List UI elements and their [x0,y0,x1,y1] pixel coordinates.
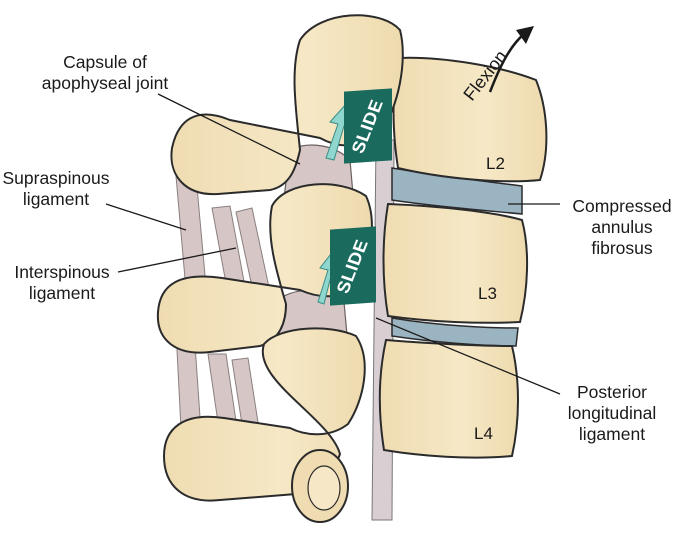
label-posterior-ligament: Posterior longitudinal ligament [567,382,657,444]
flexion-arrowhead [516,26,534,44]
slide-tag-lower: SLIDE [330,226,376,306]
label-capsule: Capsule of apophyseal joint [41,52,169,93]
leader-lines [105,93,561,395]
pedicle-cut-l4-inner [307,465,341,511]
label-supraspinous: Supraspinous ligament [2,168,110,209]
disc-l3-l4 [391,317,519,347]
label-interspinous: Interspinous ligament [14,262,110,303]
vertebral-body-l4 [378,338,519,459]
label-l3: L3 [478,284,497,303]
vertebral-body-l2 [392,56,548,183]
slide-tag-upper: SLIDE [344,88,392,164]
posterior-arch-l3 [156,183,373,354]
label-l4: L4 [474,424,493,443]
label-annulus: Compressed annulus fibrosus [572,196,672,258]
label-l2: L2 [486,154,505,173]
flexion-arrow [488,33,525,93]
vertebral-body-l3 [382,202,529,324]
posterior-longitudinal-ligament [371,139,395,521]
